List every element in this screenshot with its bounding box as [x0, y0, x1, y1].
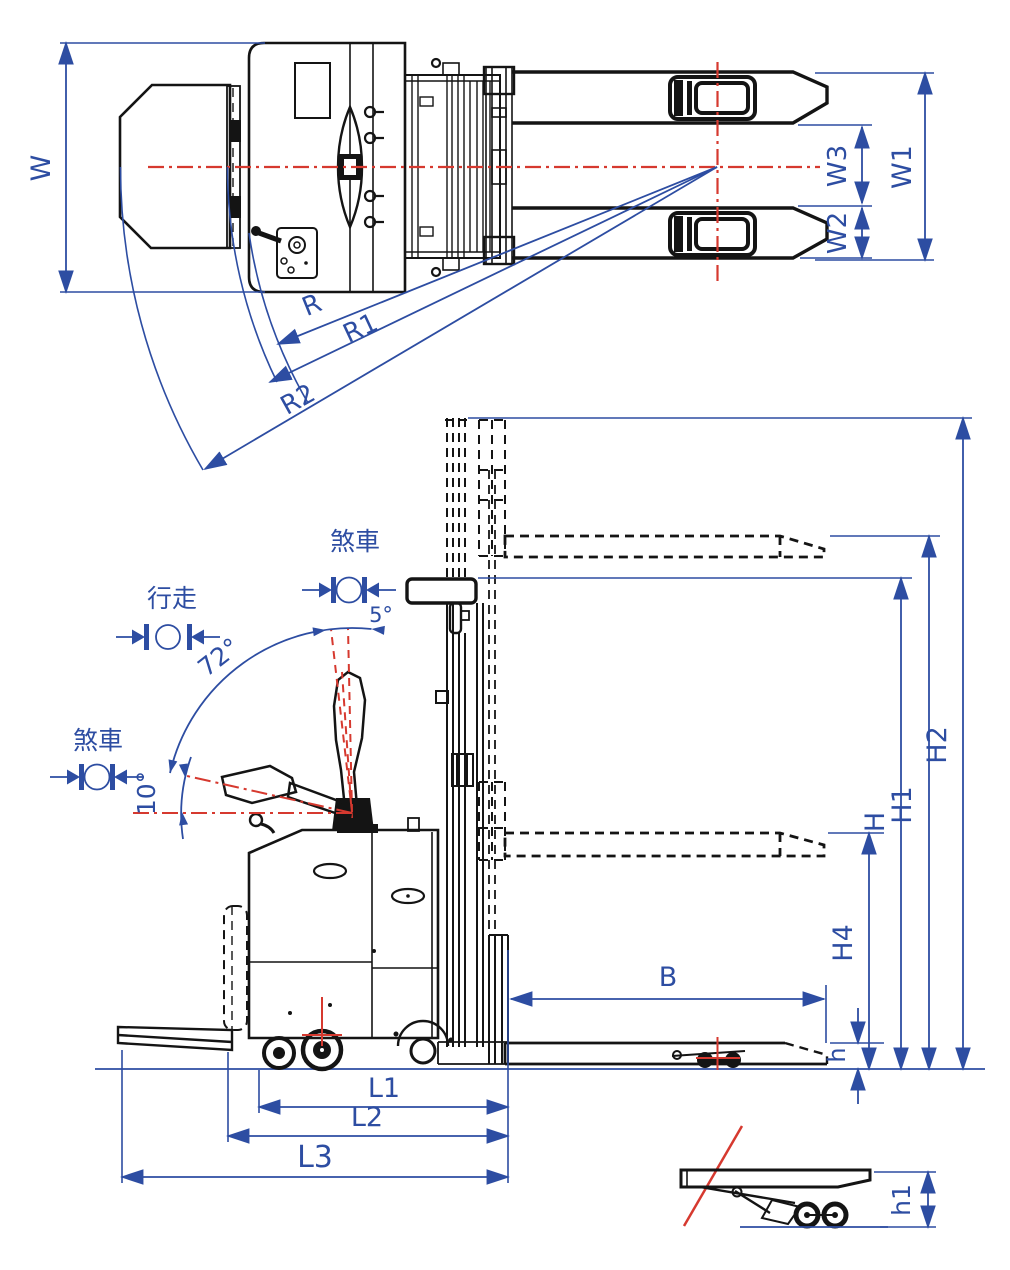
dim-label-r: R — [298, 288, 326, 323]
load-roller-1 — [668, 75, 757, 121]
brake-symbol-lower — [50, 763, 144, 791]
dim-label-l1: L1 — [368, 1073, 400, 1104]
dim-label-h4: H4 — [828, 924, 859, 961]
control-panel-top — [276, 227, 318, 279]
fork-lowered — [503, 1041, 827, 1066]
grip-oval-1 — [312, 862, 348, 880]
chassis-side — [247, 828, 440, 1040]
side-view: 72° 5° 10° 煞車 行走 煞車 H4 H — [50, 416, 985, 1185]
dim-label-h1-detail: h1 — [887, 1184, 916, 1216]
dim-label-h: H — [860, 812, 891, 832]
dim-label-w: W — [26, 155, 57, 182]
front-wheel — [262, 1036, 296, 1070]
brake-symbol-upper — [302, 576, 396, 604]
dim-label-r2: R2 — [276, 378, 321, 421]
top-view: W W1 W3 W2 R R1 R2 — [26, 41, 934, 471]
fork-mid-dashed — [503, 831, 826, 858]
fork-raised-dashed — [503, 534, 826, 559]
dim-label-h1: H1 — [887, 786, 918, 823]
release-knob — [248, 812, 264, 828]
bolt-details — [363, 57, 442, 278]
caster-fender — [396, 1019, 450, 1047]
detail-fork-blade — [679, 1168, 872, 1189]
dim-label-l2: L2 — [351, 1102, 383, 1133]
mast-extended-dashed — [445, 418, 467, 579]
tiller-upright — [332, 670, 367, 820]
mast-rails — [446, 603, 484, 1047]
dim-label-l3: L3 — [297, 1140, 333, 1175]
grip-oval-2 — [390, 887, 426, 905]
carriage-mid-dashed — [478, 781, 506, 861]
arc-72deg — [169, 627, 372, 774]
fork-top-2 — [512, 206, 829, 260]
legend-travel: 行走 — [147, 584, 197, 613]
load-roller-2 — [668, 211, 757, 257]
travel-symbol — [116, 624, 220, 650]
dim-label-w1: W1 — [887, 145, 918, 189]
arc-10deg — [180, 756, 192, 840]
legend-brake-lower: 煞車 — [73, 726, 123, 755]
tiller-lowered-grip — [220, 764, 298, 805]
top-panel — [294, 62, 331, 119]
carriage-raised-dashed — [478, 419, 506, 557]
mast-head-block — [405, 577, 478, 605]
dim-label-h2: H2 — [922, 726, 953, 763]
fork-top-1 — [512, 70, 829, 125]
tiller-lowered-shaft — [286, 781, 354, 820]
dim-label-w3: W3 — [823, 145, 853, 187]
tiller-ref-vertical — [330, 627, 353, 813]
steering-wheel-top — [336, 103, 364, 231]
foot-plank — [116, 1025, 234, 1052]
caster-wheel — [409, 1037, 437, 1065]
dim-label-w2: W2 — [823, 212, 853, 254]
top-platform — [118, 83, 232, 250]
angle-label-10: 10° — [132, 771, 161, 815]
lever-top — [258, 230, 282, 244]
angle-label-5: 5° — [369, 603, 393, 627]
detail-view: h1 — [679, 1125, 936, 1229]
dim-label-hmin: h — [823, 1047, 851, 1062]
legend-brake-upper: 煞車 — [330, 527, 380, 556]
dim-label-r1: R1 — [339, 308, 383, 350]
dim-label-b: B — [659, 962, 678, 993]
tiller-ref-lowered — [186, 775, 353, 814]
platform-folded — [223, 905, 248, 1031]
